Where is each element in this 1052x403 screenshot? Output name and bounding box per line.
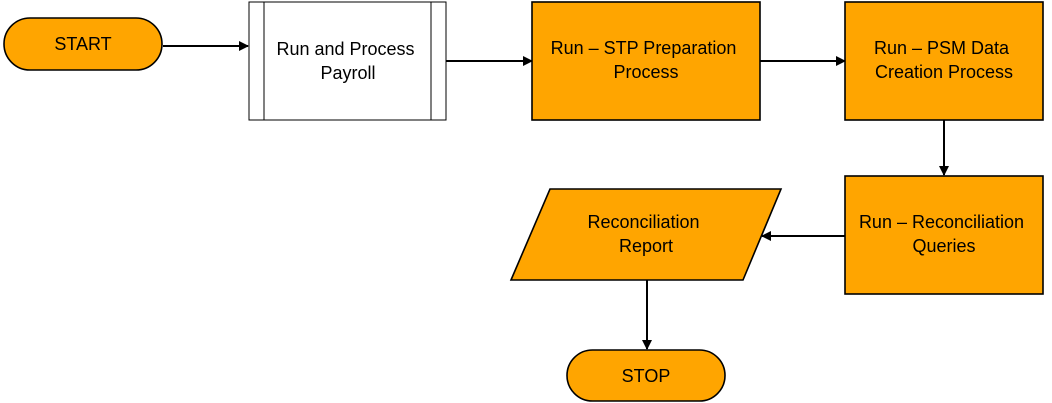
stp-label-line-2: Process	[613, 62, 678, 82]
psm-process: Run – PSM Data Creation Process	[844, 1, 1044, 121]
reconciliation-report-label-line-1: Reconciliation	[587, 212, 699, 232]
stp-label: Run – STP Preparation Process	[551, 38, 742, 82]
stp-label-line-1: Run – STP Preparation	[551, 38, 737, 58]
payroll-label: Run and Process Payroll	[276, 39, 419, 83]
reconciliation-queries-process: Run – Reconciliation Queries	[844, 175, 1044, 295]
stop-label: STOP	[622, 366, 671, 386]
reconciliation-report-io: Reconciliation Report	[509, 188, 783, 281]
reconciliation-queries-shape	[844, 175, 1044, 295]
stp-process: Run – STP Preparation Process	[531, 1, 761, 121]
reconciliation-report-shape	[509, 188, 783, 281]
psm-label-line-2: Creation Process	[875, 62, 1013, 82]
payroll-subprocess: Run and Process Payroll	[248, 1, 447, 121]
psm-label: Run – PSM Data Creation Process	[874, 38, 1014, 82]
start-shape	[3, 17, 163, 71]
reconciliation-queries-label: Run – Reconciliation Queries	[859, 212, 1029, 256]
stp-shape	[531, 1, 761, 121]
start-label-line-1: START	[54, 34, 111, 54]
payroll-label-line-1: Run and Process	[276, 39, 414, 59]
stop-label-line-1: STOP	[622, 366, 671, 386]
payroll-label-line-2: Payroll	[320, 63, 375, 83]
reconciliation-report-label-line-2: Report	[619, 236, 673, 256]
connectors	[163, 41, 949, 350]
psm-shape	[844, 1, 1044, 121]
reconciliation-report-label: Reconciliation Report	[587, 212, 704, 256]
start-label: START	[54, 34, 111, 54]
reconciliation-queries-label-line-1: Run – Reconciliation	[859, 212, 1024, 232]
reconciliation-queries-label-line-2: Queries	[912, 236, 975, 256]
payroll-shape	[248, 1, 447, 121]
stop-shape	[566, 349, 726, 402]
stop-terminal: STOP	[566, 349, 726, 402]
start-terminal: START	[3, 17, 163, 71]
psm-label-line-1: Run – PSM Data	[874, 38, 1010, 58]
